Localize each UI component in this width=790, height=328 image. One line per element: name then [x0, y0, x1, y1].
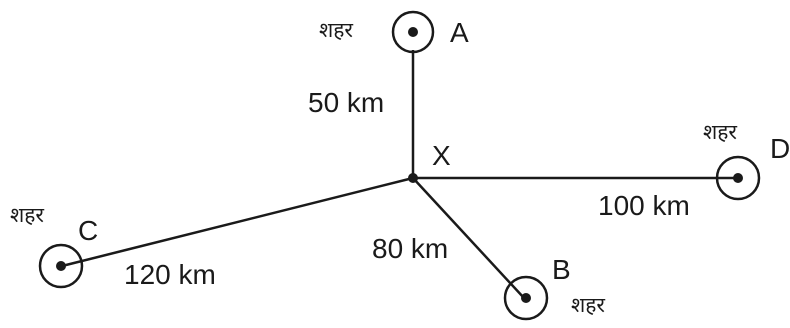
- road-x-b: [412, 177, 525, 299]
- city-b-label: B: [552, 254, 571, 285]
- city-d-word: शहर: [703, 120, 737, 144]
- city-d-ring: [715, 155, 761, 201]
- center-label: X: [432, 140, 451, 171]
- city-c-label: C: [78, 215, 98, 246]
- city-b-point: [521, 293, 531, 303]
- road-x-c: [61, 176, 414, 268]
- distance-x-c: 120 km: [124, 259, 216, 290]
- city-d-label: D: [770, 133, 790, 164]
- city-a-ring: [391, 10, 435, 54]
- distance-x-a: 50 km: [308, 87, 384, 118]
- city-a-label: A: [450, 17, 469, 48]
- city-b-ring: [503, 275, 549, 321]
- city-d-point: [733, 173, 743, 183]
- distance-x-d: 100 km: [598, 190, 690, 221]
- city-c-word: शहर: [10, 203, 44, 227]
- center-point: [408, 173, 418, 183]
- city-b-word: शहर: [571, 293, 605, 317]
- city-a-word: शहर: [319, 18, 353, 42]
- city-c-ring: [38, 243, 84, 289]
- city-a-point: [408, 27, 418, 37]
- distance-x-b: 80 km: [372, 233, 448, 264]
- city-c-point: [56, 261, 66, 271]
